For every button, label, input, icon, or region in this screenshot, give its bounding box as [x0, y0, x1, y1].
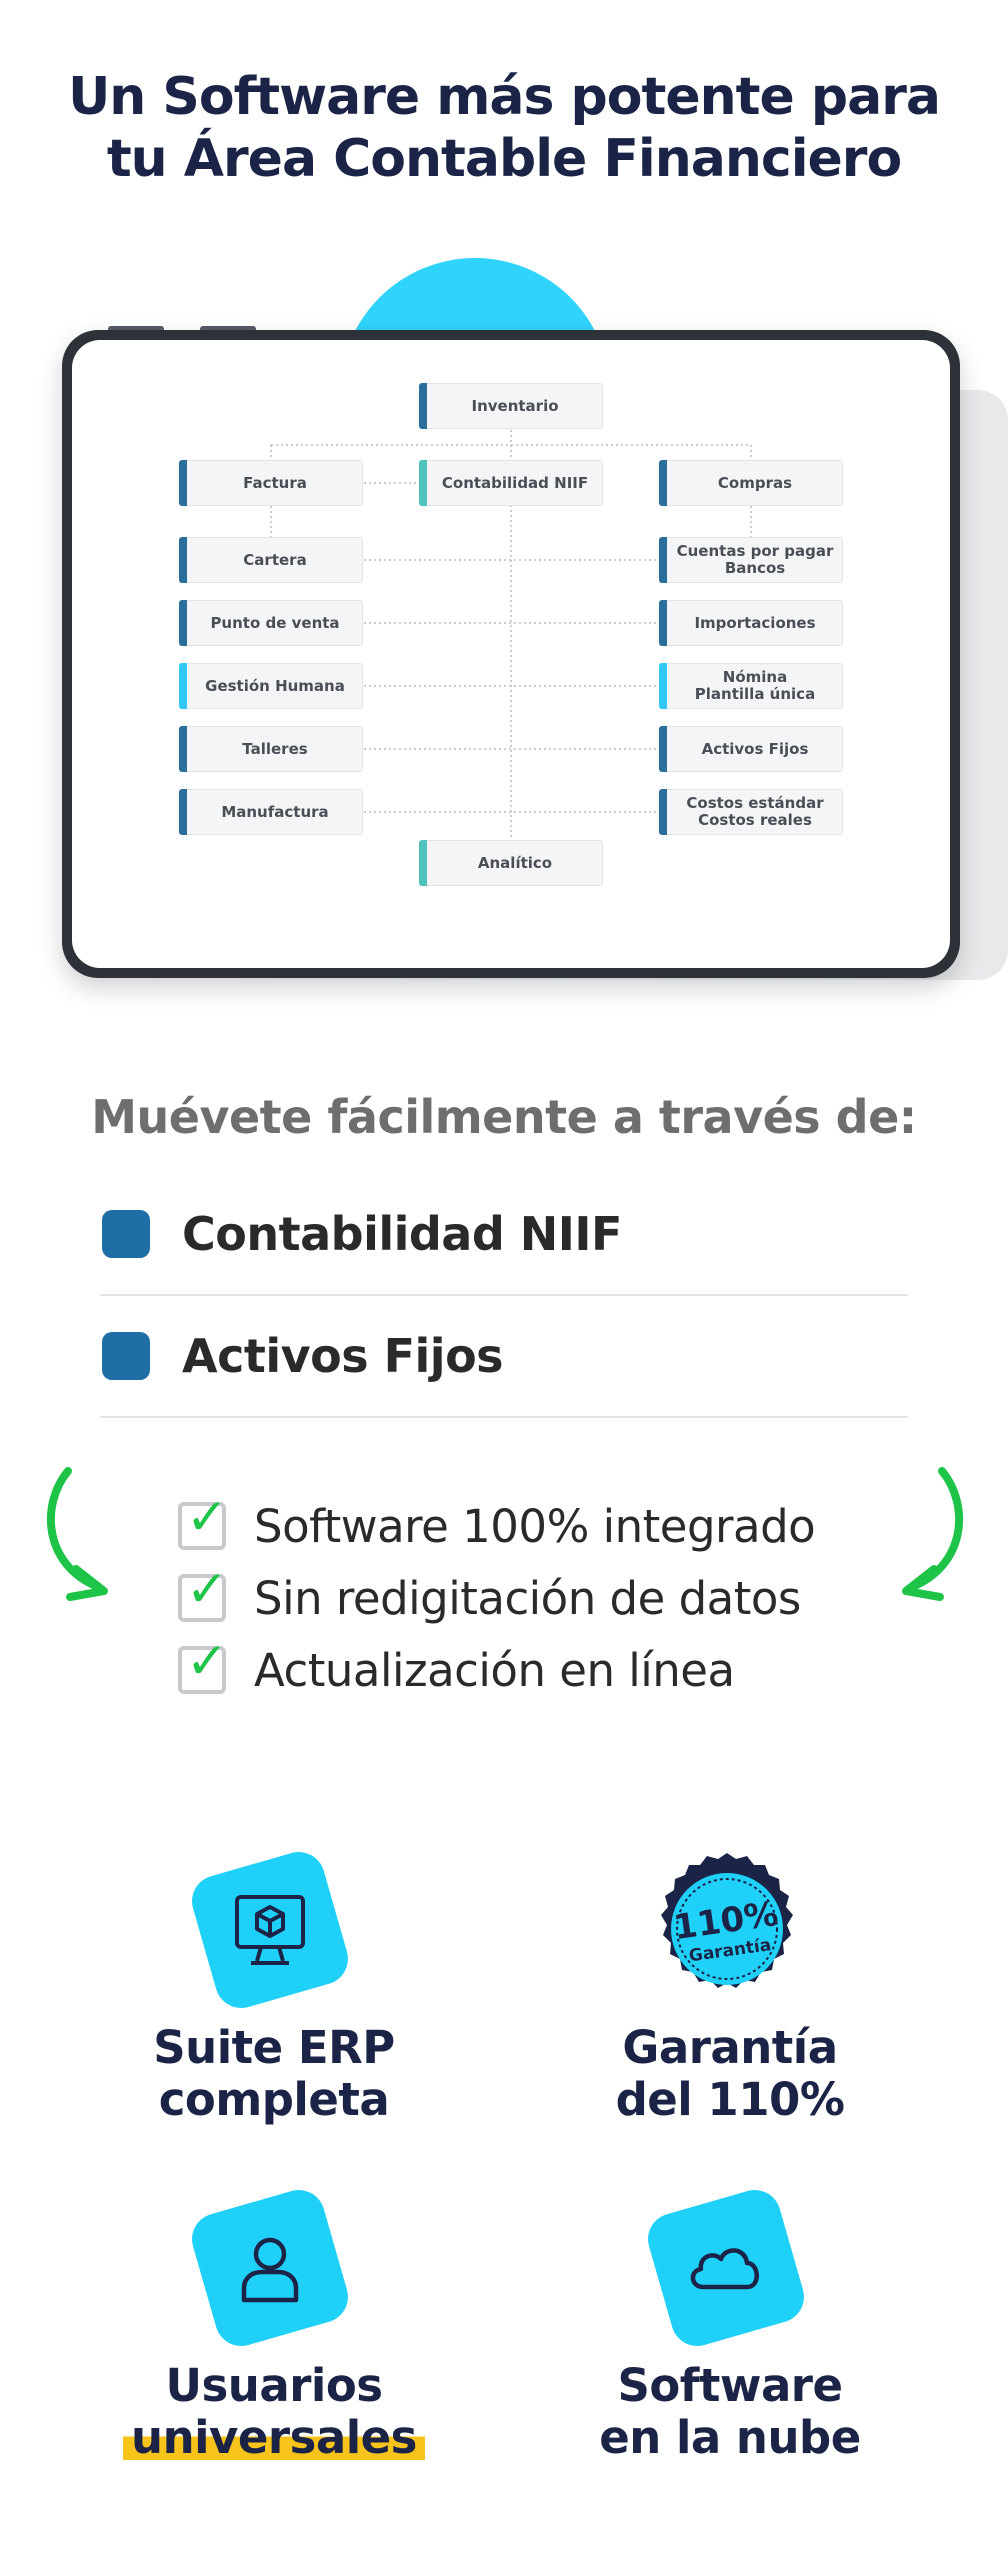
blue-square-icon	[102, 1210, 150, 1258]
diagram-node-punto-de-venta: Punto de venta	[179, 600, 363, 646]
diagram-node-analitico: Analítico	[419, 840, 603, 886]
move-item-contabilidad[interactable]: Contabilidad NIIF	[100, 1174, 908, 1296]
hero-title-line1: Un Software más potente para	[68, 67, 941, 127]
move-title: Muévete fácilmente a través de:	[91, 1090, 917, 1144]
diagram-node-cartera: Cartera	[179, 537, 363, 583]
checkbox-icon: ✓	[178, 1564, 228, 1622]
checkbox-icon: ✓	[178, 1636, 228, 1694]
diagram-node-manufactura: Manufactura	[179, 789, 363, 835]
tablet-screen: Inventario Factura Contabilidad NIIF Com…	[72, 340, 950, 968]
checkbox-icon: ✓	[178, 1492, 228, 1550]
check-item: ✓ Sin redigitación de datos	[178, 1562, 801, 1634]
diagram-node-inventario: Inventario	[419, 383, 603, 429]
diagram-node-activos-fijos: Activos Fijos	[659, 726, 843, 772]
diagram-node-compras: Compras	[659, 460, 843, 506]
blue-square-icon	[102, 1332, 150, 1380]
diagram-node-contabilidad: Contabilidad NIIF	[419, 460, 603, 506]
diagram-node-factura: Factura	[179, 460, 363, 506]
move-item-label: Contabilidad NIIF	[182, 1207, 622, 1261]
hero-title-line2: tu Área Contable Financiero	[106, 129, 902, 189]
curved-arrow-left-icon	[46, 1467, 108, 1601]
diagram-node-gestion-humana: Gestión Humana	[179, 663, 363, 709]
diagram-node-importaciones: Importaciones	[659, 600, 843, 646]
curved-arrow-right-icon	[902, 1467, 964, 1601]
tablet-frame: Inventario Factura Contabilidad NIIF Com…	[62, 330, 960, 978]
hero-title: Un Software más potente para tu Área Con…	[0, 66, 1008, 190]
diagram-node-talleres: Talleres	[179, 726, 363, 772]
erp-suite-icon	[185, 1845, 355, 2015]
check-item: ✓ Actualización en línea	[178, 1634, 735, 1706]
user-icon	[185, 2183, 355, 2353]
cloud-icon	[641, 2183, 811, 2353]
check-item: ✓ Software 100% integrado	[178, 1490, 816, 1562]
diagram-connectors	[270, 395, 752, 840]
move-item-label: Activos Fijos	[182, 1329, 504, 1383]
move-item-activos-fijos[interactable]: Activos Fijos	[100, 1296, 908, 1418]
guarantee-badge-icon: 110% Garantía	[661, 1853, 793, 1988]
